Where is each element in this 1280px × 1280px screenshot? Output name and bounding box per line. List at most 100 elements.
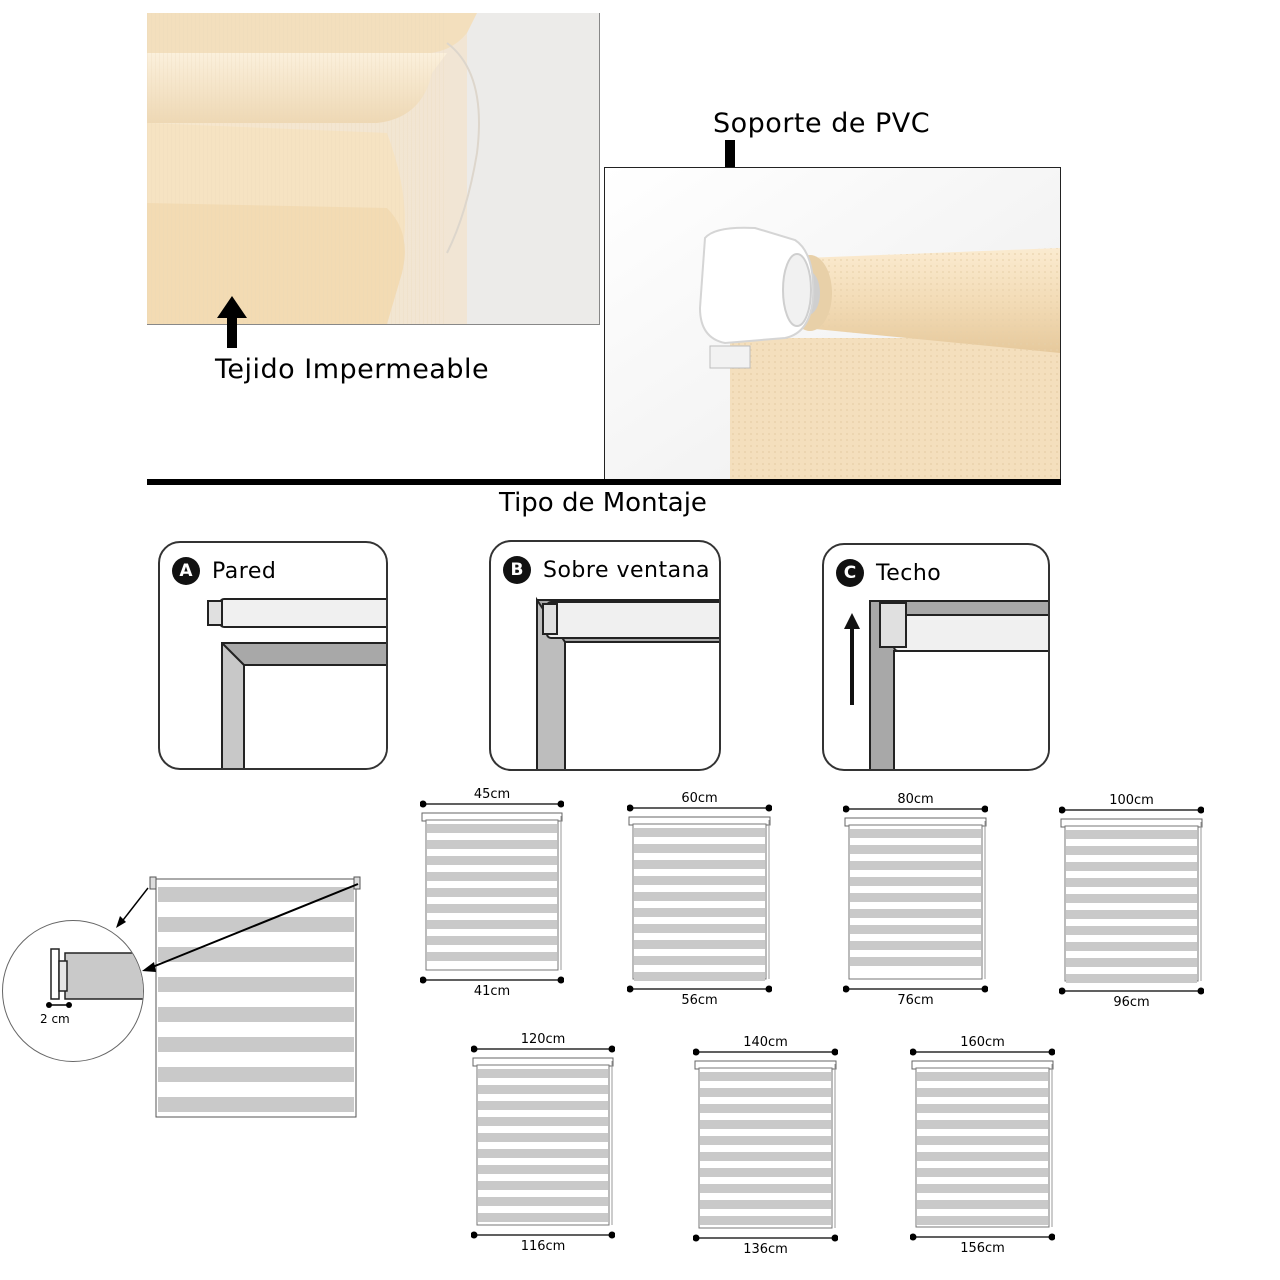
dimension-dot bbox=[693, 1048, 700, 1056]
blind-stripe bbox=[1066, 974, 1197, 983]
blind-stripe bbox=[427, 872, 557, 881]
blind-stripe bbox=[1066, 894, 1197, 903]
blind-stripe bbox=[478, 1149, 608, 1158]
blind-stripe bbox=[478, 1069, 608, 1078]
over-window-mount-illustration bbox=[536, 596, 719, 769]
top-width-label: 100cm bbox=[1109, 793, 1154, 808]
dimension-dot bbox=[981, 805, 988, 813]
blind-stripe bbox=[158, 1037, 354, 1052]
blind-stripe bbox=[1066, 830, 1197, 839]
mount-card-wall: A Pared bbox=[158, 541, 388, 770]
blind-stripe bbox=[700, 1088, 831, 1097]
dimension-dot bbox=[608, 1045, 615, 1053]
dimension-dot bbox=[693, 1234, 700, 1242]
size-diagram: 160cm 156cm bbox=[910, 1035, 1055, 1256]
blind-stripe bbox=[634, 844, 765, 853]
blind-stripe bbox=[634, 972, 765, 981]
dimension-dot bbox=[831, 1234, 838, 1242]
dimension-dot bbox=[1197, 806, 1204, 814]
blind-stripe bbox=[917, 1120, 1048, 1129]
dimension-dot bbox=[910, 1233, 917, 1241]
bracket-label: Soporte de PVC bbox=[713, 108, 931, 139]
pointer-lines bbox=[100, 880, 370, 984]
blind-stripe bbox=[700, 1104, 831, 1113]
blind-stripe bbox=[427, 936, 557, 945]
dimension-dot bbox=[627, 985, 634, 993]
blind-stripe bbox=[427, 856, 557, 865]
blind-stripe bbox=[478, 1165, 608, 1174]
dimension-dot bbox=[981, 985, 988, 993]
blind-stripe bbox=[478, 1181, 608, 1190]
dimension-dot bbox=[843, 805, 850, 813]
blind-stripe bbox=[917, 1200, 1048, 1209]
blind-stripe bbox=[700, 1136, 831, 1145]
blind-stripe bbox=[158, 977, 354, 992]
blind-stripe bbox=[478, 1197, 608, 1206]
blind-stripe bbox=[917, 1088, 1048, 1097]
bottom-width-label: 56cm bbox=[681, 993, 718, 1008]
dimension-dot bbox=[843, 985, 850, 993]
dimension-dot bbox=[765, 804, 772, 812]
mount-name: Sobre ventana bbox=[543, 557, 711, 583]
bottom-width-label: 156cm bbox=[960, 1241, 1005, 1256]
blind-stripe bbox=[850, 845, 981, 854]
blind-stripe bbox=[850, 957, 981, 966]
blind-stripe bbox=[478, 1133, 608, 1142]
blind-stripe bbox=[634, 956, 765, 965]
blind-stripe bbox=[917, 1152, 1048, 1161]
blind-stripe bbox=[700, 1216, 831, 1225]
blind-stripe bbox=[427, 952, 557, 961]
blind-stripe bbox=[158, 947, 354, 962]
blind-stripe bbox=[917, 1216, 1048, 1225]
blind-stripe bbox=[917, 1136, 1048, 1145]
blind-stripe bbox=[1066, 878, 1197, 887]
blind-stripe bbox=[850, 941, 981, 950]
blind-stripe bbox=[427, 888, 557, 897]
dimension-dot bbox=[765, 985, 772, 993]
mount-card-over-window: B Sobre ventana bbox=[489, 540, 721, 771]
mount-card-ceiling: C Techo bbox=[822, 543, 1050, 771]
bottom-width-label: 76cm bbox=[897, 993, 934, 1008]
blind-stripe bbox=[158, 887, 354, 902]
blind-stripe bbox=[1066, 910, 1197, 919]
blind-stripe bbox=[478, 1085, 608, 1094]
blind-stripe bbox=[634, 828, 765, 837]
blind-stripe bbox=[158, 1067, 354, 1082]
ceiling-mount-illustration bbox=[844, 600, 1048, 769]
mount-letter-badge: A bbox=[172, 557, 200, 585]
dimension-dot bbox=[420, 976, 427, 984]
top-width-label: 120cm bbox=[520, 1032, 566, 1047]
dimension-dot bbox=[471, 1045, 478, 1053]
dimension-dot bbox=[831, 1048, 838, 1056]
detail-magnifier bbox=[2, 920, 144, 1062]
section-divider bbox=[147, 479, 1061, 485]
blind-stripe bbox=[850, 877, 981, 886]
detail-blind bbox=[148, 875, 368, 1124]
blind-stripe bbox=[850, 861, 981, 870]
arrow-up-icon bbox=[217, 296, 247, 352]
blind-stripe bbox=[427, 824, 557, 833]
dimension-dot bbox=[608, 1231, 615, 1239]
blind-stripe bbox=[917, 1168, 1048, 1177]
dimension-dot bbox=[910, 1048, 917, 1056]
blind-stripe bbox=[700, 1072, 831, 1081]
blind-stripe bbox=[850, 925, 981, 934]
dimension-dot bbox=[557, 976, 564, 984]
wall-mount-illustration bbox=[207, 598, 386, 768]
blind-stripe bbox=[917, 1184, 1048, 1193]
mount-letter-badge: C bbox=[836, 559, 864, 587]
top-width-label: 160cm bbox=[960, 1035, 1005, 1050]
dimension-dot bbox=[1048, 1233, 1055, 1241]
blind-stripe bbox=[1066, 942, 1197, 951]
blind-stripe bbox=[917, 1072, 1048, 1081]
blind-stripe bbox=[634, 892, 765, 901]
blind-stripe bbox=[427, 904, 557, 913]
top-width-label: 60cm bbox=[681, 791, 718, 806]
blind-stripe bbox=[700, 1152, 831, 1161]
blind-stripe bbox=[1066, 862, 1197, 871]
dimension-dot bbox=[557, 800, 564, 808]
